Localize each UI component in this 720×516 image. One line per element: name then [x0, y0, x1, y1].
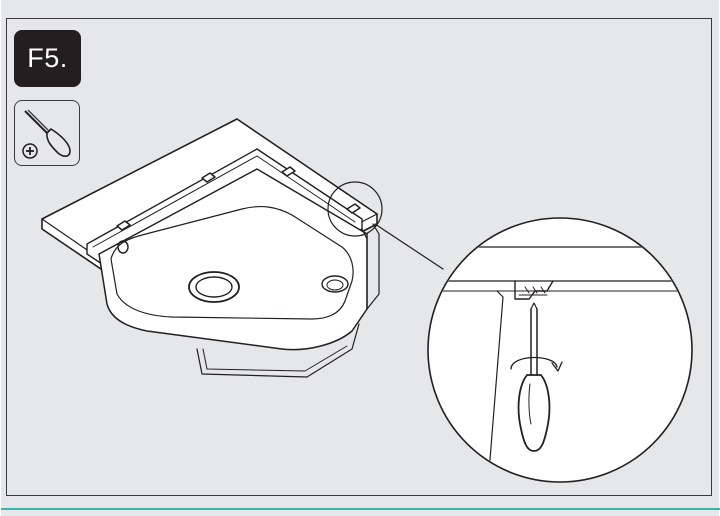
step-badge: F5.	[14, 30, 81, 87]
screwdriver-detail	[517, 302, 551, 452]
tool-indicator	[14, 100, 80, 166]
instruction-panel: F5.	[6, 18, 712, 496]
detail-callout-marker	[327, 181, 383, 237]
footer-accent-rule	[1, 508, 720, 510]
rotate-arrow-icon	[510, 356, 563, 372]
sink-installation-illustration	[41, 118, 693, 483]
phillips-screw-icon	[22, 143, 38, 159]
step-label: F5.	[27, 43, 68, 73]
magnified-detail	[427, 217, 693, 483]
mounting-clips	[116, 166, 361, 231]
sink-bowl	[98, 168, 368, 351]
screwdriver-icon	[22, 109, 71, 159]
